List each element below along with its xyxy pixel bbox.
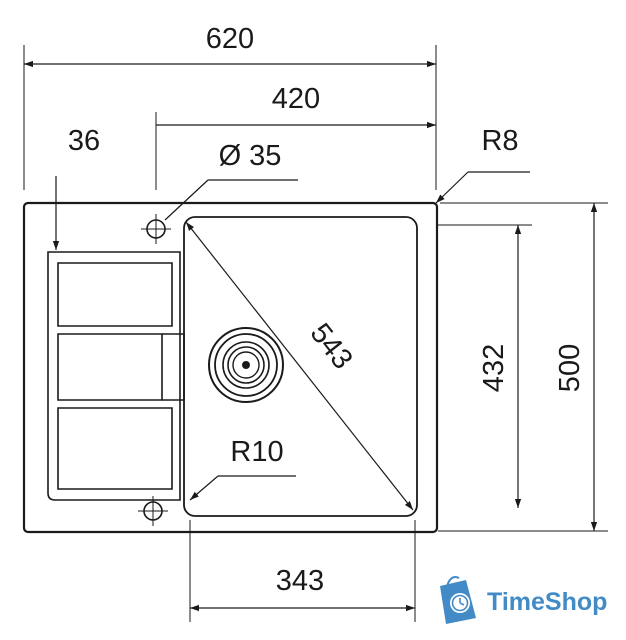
- label-corner-radius-outer: R8: [481, 125, 518, 157]
- watermark-brand: TimeShop: [487, 588, 607, 616]
- label-edge-offset: 36: [68, 125, 100, 157]
- dimension-lines: [24, 60, 598, 612]
- label-overall-depth: 500: [554, 344, 586, 392]
- tap-hole-bottom-icon: [138, 496, 168, 526]
- label-bowl-offset-width: 420: [272, 83, 320, 115]
- label-bowl-depth: 432: [478, 344, 510, 392]
- bowl-outline: [183, 216, 418, 517]
- dim-line-543: [185, 221, 414, 511]
- shopping-bag-clock-icon: [440, 576, 476, 624]
- dim-line-35-leader: [164, 179, 209, 221]
- sink-outer-edge: [22, 201, 439, 534]
- drainer-area: [47, 251, 185, 501]
- dim-line-r10-leader: [189, 475, 219, 501]
- label-diagonal: 543: [304, 318, 359, 376]
- drainer-rib-top: [57, 262, 173, 327]
- label-corner-radius-bowl: R10: [230, 436, 283, 468]
- dim-line-r8-leader: [435, 171, 469, 204]
- tap-hole-top-icon: [141, 214, 171, 244]
- sink-outline: [22, 201, 439, 534]
- timeshop-watermark: TimeShop: [440, 576, 607, 624]
- label-overall-width: 620: [206, 23, 254, 55]
- drainer-rib-middle: [57, 333, 163, 401]
- waste-outlet-icon: [208, 327, 284, 403]
- label-tap-hole: Ø 35: [219, 140, 282, 172]
- drainer-rib-bottom: [57, 407, 173, 490]
- drainer-outline: [47, 251, 181, 501]
- label-bowl-width: 343: [276, 565, 324, 597]
